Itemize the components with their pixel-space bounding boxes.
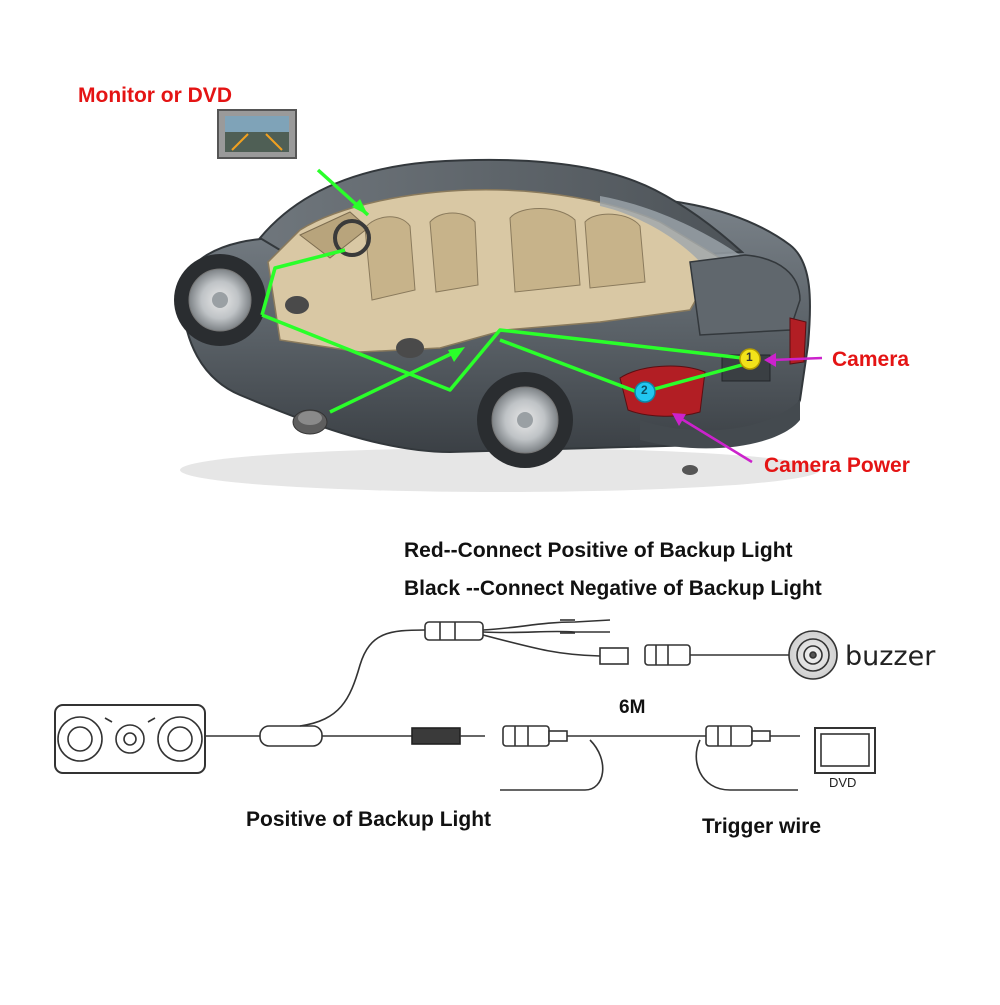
- label-positive: Positive of Backup Light: [246, 808, 491, 832]
- marker-1-label: 1: [746, 350, 753, 364]
- monitor-icon: [218, 110, 296, 158]
- wiring-diagram: [55, 620, 875, 790]
- label-monitor: Monitor or DVD: [78, 84, 232, 108]
- dvd-monitor-icon: [815, 728, 875, 773]
- buzzer-diagram-icon: [789, 631, 837, 679]
- front-wheel: [174, 254, 266, 346]
- car-illustration: [174, 160, 820, 492]
- label-camera-power: Camera Power: [764, 454, 910, 478]
- label-red-wire: Red--Connect Positive of Backup Light: [404, 539, 793, 563]
- rear-wheel: [477, 372, 573, 468]
- label-camera: Camera: [832, 348, 909, 372]
- camera-sensor-icon: [55, 705, 205, 773]
- label-trigger: Trigger wire: [702, 815, 821, 839]
- buzzer-icon: [293, 410, 327, 434]
- rca-connector-icon-2: [706, 726, 800, 746]
- label-buzzer: buzzer: [845, 641, 935, 672]
- label-dvd: DVD: [829, 775, 856, 790]
- rca-connector-icon: [503, 726, 567, 746]
- marker-2-label: 2: [641, 383, 648, 397]
- label-black-wire: Black --Connect Negative of Backup Light: [404, 577, 822, 601]
- label-cable-length: 6M: [619, 697, 645, 719]
